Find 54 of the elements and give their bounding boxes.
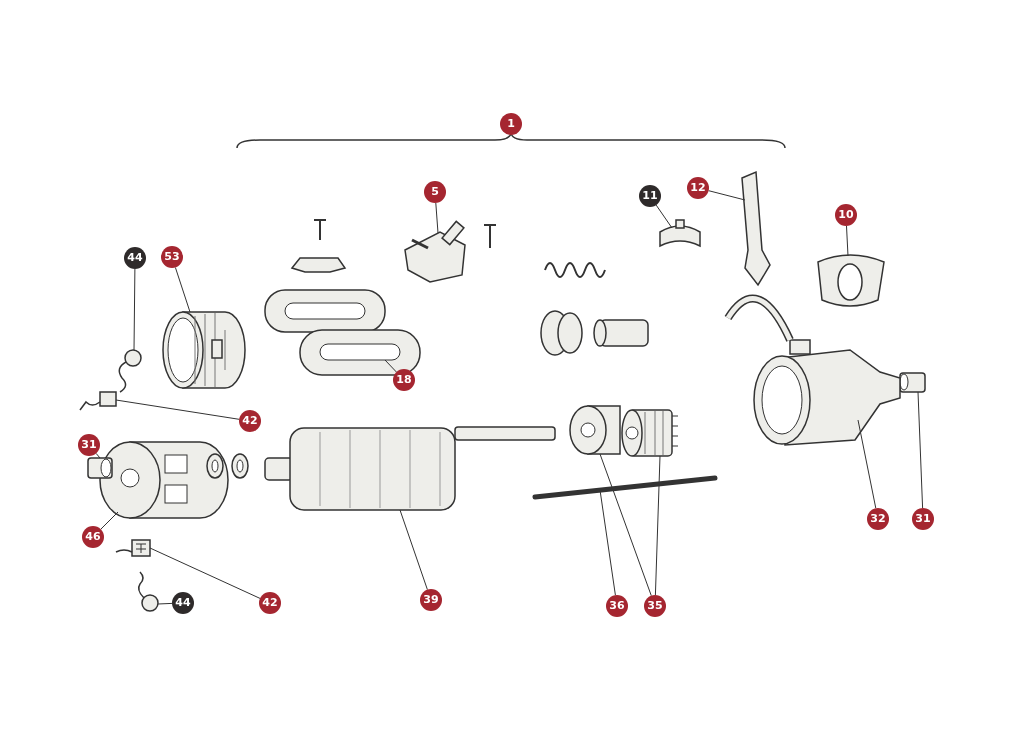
callout-number: 12 xyxy=(687,177,709,199)
leader-line xyxy=(917,391,924,509)
callout-number: 18 xyxy=(393,369,415,391)
leader-line xyxy=(655,204,673,229)
callout-number: 36 xyxy=(606,595,628,617)
clamp-drawing xyxy=(659,219,701,247)
spring-drawing xyxy=(118,349,142,393)
field-coil-drawing xyxy=(264,289,421,376)
gasket-drawing xyxy=(817,254,885,307)
fork-lever-drawing xyxy=(724,170,794,342)
callout-number: 10 xyxy=(835,204,857,226)
brush-drawing xyxy=(79,391,117,411)
callout-number: 44 xyxy=(124,247,146,269)
switch-drawing xyxy=(404,220,466,283)
leader-line xyxy=(599,453,652,597)
callout-number: 31 xyxy=(78,434,100,456)
callout-number: 5 xyxy=(424,181,446,203)
leader-line xyxy=(654,455,661,596)
leader-line xyxy=(100,511,119,530)
armature-drawing xyxy=(264,426,556,511)
leader-line xyxy=(157,602,173,605)
callout-number: 44 xyxy=(172,592,194,614)
leader-line xyxy=(384,359,397,373)
callout-number: 46 xyxy=(82,526,104,548)
callout-number: 31 xyxy=(912,508,934,530)
pinion-drawing xyxy=(621,409,679,457)
field-ring-drawing xyxy=(162,311,246,389)
leader-line xyxy=(133,268,136,351)
callout-number: 39 xyxy=(420,589,442,611)
callout-number: 1 xyxy=(500,113,522,135)
callout-number: 53 xyxy=(161,246,183,268)
leader-line xyxy=(708,190,746,201)
end-plate-drawing xyxy=(99,441,229,519)
bush-drawing xyxy=(899,372,926,393)
callout-number: 32 xyxy=(867,508,889,530)
bush-drawing xyxy=(87,457,113,479)
leader-line xyxy=(846,225,849,257)
through-bolt-drawing xyxy=(532,475,718,500)
leader-line xyxy=(149,547,261,599)
callout-number: 42 xyxy=(239,410,261,432)
callout-number: 11 xyxy=(639,185,661,207)
leader-line xyxy=(115,399,240,420)
leader-line xyxy=(599,489,616,596)
leader-line xyxy=(399,509,428,591)
drive-drawing xyxy=(569,405,621,455)
leader-line xyxy=(95,452,101,459)
brush-drawing xyxy=(115,539,151,557)
housing-drawing xyxy=(753,339,901,446)
leader-line xyxy=(435,202,439,234)
callout-number: 35 xyxy=(644,595,666,617)
callout-number: 42 xyxy=(259,592,281,614)
leader-line xyxy=(857,419,877,509)
leader-line xyxy=(174,267,191,313)
spring-drawing xyxy=(137,571,159,612)
